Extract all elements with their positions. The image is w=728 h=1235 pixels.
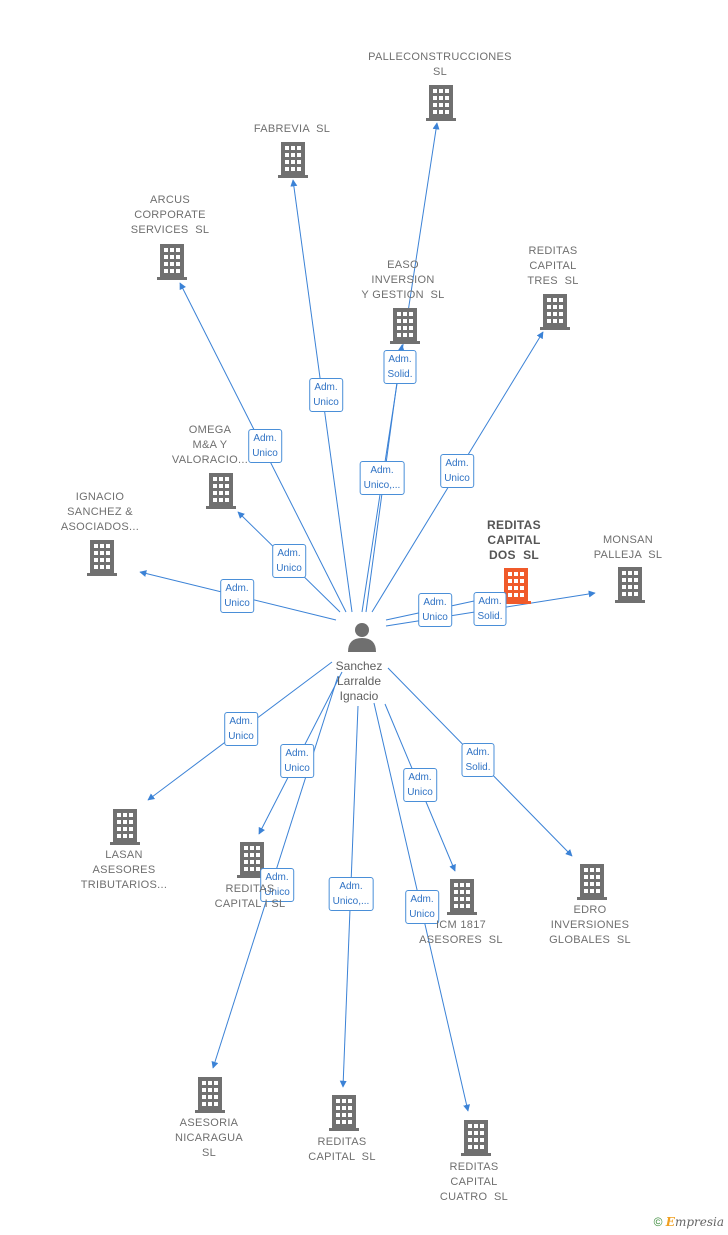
- company-label-ignacio-sanchez[interactable]: IGNACIO SANCHEZ & ASOCIADOS...: [60, 491, 140, 533]
- edge-label-icm[interactable]: Adm. Unico: [403, 768, 437, 802]
- building-icon-arcus[interactable]: [157, 244, 187, 280]
- edge-label-ignacio-sanchez[interactable]: Adm. Unico: [220, 579, 254, 613]
- edge-label-reditas-tres[interactable]: Adm. Unico: [440, 454, 474, 488]
- building-icon-omega[interactable]: [206, 473, 236, 509]
- edge-label-reditas-i[interactable]: Adm. Unico: [280, 744, 314, 778]
- building-icon-edro[interactable]: [577, 864, 607, 900]
- edge-label-monsan[interactable]: Adm. Solid.: [473, 592, 507, 626]
- nodes-layer: [87, 85, 645, 1156]
- building-icon-fabrevia[interactable]: [278, 142, 308, 178]
- center-person-name[interactable]: Sanchez Larralde Ignacio: [335, 659, 383, 703]
- company-label-edro[interactable]: EDRO INVERSIONES GLOBALES SL: [549, 904, 631, 946]
- company-label-reditas-i[interactable]: REDITAS CAPITAL I SL: [214, 883, 286, 910]
- edge-label-lasan[interactable]: Adm. Unico: [224, 712, 258, 746]
- building-icon-reditas-cuatro[interactable]: [461, 1120, 491, 1156]
- building-icon-icm[interactable]: [447, 879, 477, 915]
- copyright-icon: ©: [653, 1215, 663, 1229]
- company-label-reditas-dos[interactable]: REDITAS CAPITAL DOS SL: [487, 518, 541, 562]
- edge-label-omega[interactable]: Adm. Unico: [272, 544, 306, 578]
- building-icon-ignacio-sanchez[interactable]: [87, 540, 117, 576]
- company-label-easo[interactable]: EASO INVERSION Y GESTION SL: [361, 259, 445, 301]
- building-icon-monsan[interactable]: [615, 567, 645, 603]
- edge-label-palleconstrucciones[interactable]: Adm. Solid.: [383, 350, 417, 384]
- company-label-reditas-tres[interactable]: REDITAS CAPITAL TRES SL: [527, 245, 579, 287]
- edge-label-edro[interactable]: Adm. Solid.: [461, 743, 495, 777]
- company-label-monsan[interactable]: MONSAN PALLEJA SL: [593, 534, 663, 561]
- company-label-arcus[interactable]: ARCUS CORPORATE SERVICES SL: [130, 194, 210, 236]
- company-label-icm[interactable]: ICM 1817 ASESORES SL: [419, 919, 503, 946]
- edge-label-reditas-dos[interactable]: Adm. Unico: [418, 593, 452, 627]
- building-icon-asesoria[interactable]: [195, 1077, 225, 1113]
- company-label-lasan[interactable]: LASAN ASESORES TRIBUTARIOS...: [80, 849, 168, 891]
- building-icon-focus-reditas-dos[interactable]: [501, 568, 531, 604]
- person-icon[interactable]: [348, 623, 376, 652]
- edge-label-asesoria[interactable]: Adm. Unico: [260, 868, 294, 902]
- building-icon-easo[interactable]: [390, 308, 420, 344]
- edge-label-reditas-capital[interactable]: Adm. Unico,...: [328, 877, 374, 911]
- building-icon-reditas-capital[interactable]: [329, 1095, 359, 1131]
- building-icon-palleconstrucciones[interactable]: [426, 85, 456, 121]
- footer: © Empresia: [654, 1215, 724, 1229]
- edge-label-easo[interactable]: Adm. Unico,...: [359, 461, 405, 495]
- company-label-asesoria[interactable]: ASESORIA NICARAGUA SL: [174, 1117, 244, 1159]
- edge-label-reditas-cuatro[interactable]: Adm. Unico: [405, 890, 439, 924]
- company-label-omega[interactable]: OMEGA M&A Y VALORACIO...: [171, 424, 249, 466]
- edge-label-arcus[interactable]: Adm. Unico: [248, 429, 282, 463]
- building-icon-reditas-tres[interactable]: [540, 294, 570, 330]
- company-label-reditas-cuatro[interactable]: REDITAS CAPITAL CUATRO SL: [439, 1161, 509, 1203]
- company-label-palleconstrucciones[interactable]: PALLECONSTRUCCIONES SL: [368, 51, 512, 78]
- brand-logo: Empresia: [665, 1215, 724, 1229]
- company-label-fabrevia[interactable]: FABREVIA SL: [253, 123, 331, 135]
- building-icon-lasan[interactable]: [110, 809, 140, 845]
- company-label-reditas-capital[interactable]: REDITAS CAPITAL SL: [308, 1136, 376, 1163]
- edge-label-fabrevia[interactable]: Adm. Unico: [309, 378, 343, 412]
